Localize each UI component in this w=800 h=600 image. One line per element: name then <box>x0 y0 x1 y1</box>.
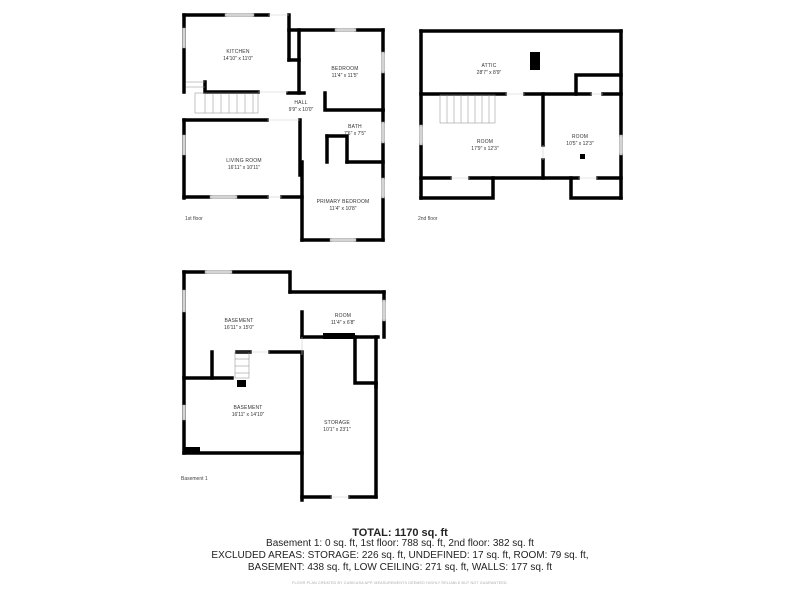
excluded-areas-line: EXCLUDED AREAS: STORAGE: 226 sq. ft, UND… <box>211 550 589 561</box>
room-dimensions: 11'4" x 11'5" <box>331 73 359 79</box>
floor-label-second: 2nd floor <box>418 216 438 222</box>
room-label-bath: BATH 7'6" x 7'5" <box>344 124 366 138</box>
room-dimensions: 11'4" x 6'8" <box>330 320 356 326</box>
room-name: ROOM <box>571 134 589 140</box>
room-name: BATH <box>348 124 362 130</box>
room-label-bedroom: BEDROOM 11'4" x 11'5" <box>331 66 358 80</box>
basement-post <box>237 380 246 387</box>
room-dimensions: 11'4" x 10'8" <box>329 206 357 212</box>
credit-disclaimer: FLOOR PLAN CREATED BY CUBICASA APP. MEAS… <box>292 581 508 585</box>
room-dimensions: 14'10" x 11'0" <box>223 56 253 62</box>
room-label-basement-room: ROOM 11'4" x 6'8" <box>331 313 355 327</box>
room-name: HALL <box>294 100 308 106</box>
room-name: PRIMARY BEDROOM <box>316 199 370 205</box>
room-label-kitchen: KITCHEN 14'10" x 11'0" <box>223 49 253 63</box>
room-dimensions: 28'7" x 8'9" <box>476 70 502 76</box>
chimney-small <box>580 154 585 159</box>
first-floor-walls <box>182 13 385 242</box>
stairs <box>186 81 496 379</box>
windows <box>182 13 623 421</box>
room-label-basement-upper: BASEMENT 16'11" x 15'0" <box>224 318 254 332</box>
room-name: ATTIC <box>481 63 497 69</box>
room-dimensions: 7'6" x 7'5" <box>344 131 366 137</box>
basement-walls <box>182 270 386 502</box>
room-name: BASEMENT <box>233 405 263 411</box>
room-dimensions: 17'9" x 12'3" <box>471 146 499 152</box>
room-name: ROOM <box>476 139 494 145</box>
room-name: KITCHEN <box>226 49 250 55</box>
chimney <box>530 52 540 70</box>
room-name: BEDROOM <box>331 66 359 72</box>
doorways <box>250 14 603 498</box>
room-name: STORAGE <box>324 420 350 426</box>
room-dimensions: 16'11" x 10'11" <box>227 165 261 171</box>
room-name: ROOM <box>334 313 352 319</box>
floor-label-first: 1st floor <box>185 216 203 222</box>
floor-label-basement: Basement 1 <box>181 476 208 482</box>
excluded-areas-line-2: BASEMENT: 438 sq. ft, LOW CEILING: 271 s… <box>247 562 553 573</box>
room-dimensions: 9'9" x 10'0" <box>288 107 314 113</box>
room-label-storage: STORAGE 10'1" x 23'1" <box>323 420 350 434</box>
room-label-room-left: ROOM 17'9" x 12'3" <box>471 139 498 153</box>
room-label-living-room: LIVING ROOM 16'11" x 10'11" <box>226 158 262 172</box>
second-floor-walls <box>419 29 623 200</box>
room-label-primary-bedroom: PRIMARY BEDROOM 11'4" x 10'8" <box>317 199 370 213</box>
basement-beam <box>323 333 355 339</box>
room-label-attic: ATTIC 28'7" x 8'9" <box>477 63 502 77</box>
room-dimensions: 16'11" x 15'0" <box>224 325 254 331</box>
room-label-hall: HALL 9'9" x 10'0" <box>289 100 314 114</box>
floor-areas-line: Basement 1: 0 sq. ft, 1st floor: 788 sq.… <box>266 538 534 549</box>
room-label-basement-lower: BASEMENT 16'11" x 14'10" <box>232 405 265 419</box>
room-dimensions: 10'5" x 12'3" <box>566 141 594 147</box>
room-name: BASEMENT <box>224 318 254 324</box>
basement-corner-block <box>184 447 200 454</box>
room-name: LIVING ROOM <box>226 158 262 164</box>
room-dimensions: 10'1" x 23'1" <box>323 427 351 433</box>
room-dimensions: 16'11" x 14'10" <box>231 412 265 418</box>
total-area: TOTAL: 1170 sq. ft <box>352 527 448 539</box>
room-label-room-right: ROOM 10'5" x 12'3" <box>566 134 593 148</box>
